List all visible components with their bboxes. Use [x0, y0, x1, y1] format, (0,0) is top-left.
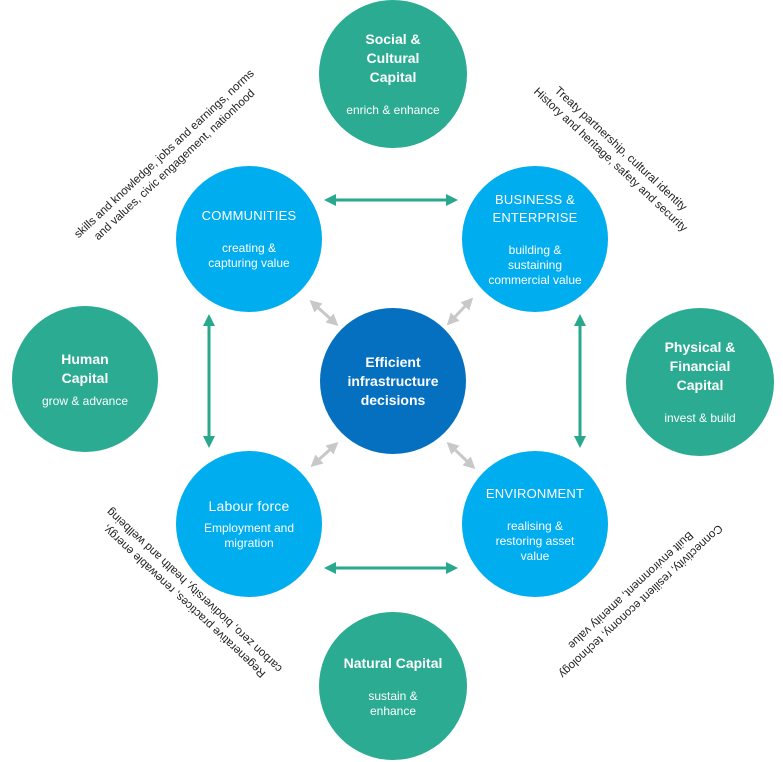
node-title: Labour force: [208, 498, 290, 514]
node-title: Social &: [365, 31, 421, 47]
node-subtitle: invest & build: [664, 411, 736, 425]
node-title: Human: [61, 350, 109, 367]
arrow-center-business: [446, 297, 474, 326]
node-title: Capital: [676, 377, 724, 393]
node-title: ENTERPRISE: [492, 209, 578, 225]
node-subtitle: value: [520, 548, 550, 563]
node-subtitle: capturing value: [208, 256, 290, 270]
node-subtitle: Employment and: [203, 521, 295, 535]
node-subtitle: realising &: [506, 518, 564, 533]
node-title: COMMUNITIES: [201, 208, 297, 223]
node-subtitle: commercial value: [488, 272, 582, 287]
physical-financial-capital-node: Physical & Financial Capital invest & bu…: [626, 308, 774, 456]
node-subtitle: sustain &: [368, 688, 418, 703]
node-title: Capital: [369, 69, 417, 85]
node-title: BUSINESS &: [494, 191, 576, 207]
arrow-center-labour: [310, 441, 339, 468]
center-node: Efficient infrastructure decisions: [320, 308, 466, 454]
labour-force-node: Labour force Employment and migration: [176, 451, 322, 597]
node-title: Financial: [669, 358, 731, 374]
node-subtitle: enrich & enhance: [346, 103, 440, 117]
center-title: Efficient infrastructure decisions: [347, 353, 439, 408]
node-title: Natural Capital: [343, 654, 443, 671]
node-subtitle: enhance: [369, 703, 417, 718]
node-title: Capital: [61, 369, 109, 386]
arrow-center-communities: [309, 299, 339, 327]
arrow-center-environment: [446, 441, 476, 470]
node-subtitle: sustaining: [507, 257, 563, 272]
environment-node: ENVIRONMENT realising & restoring asset …: [462, 451, 608, 597]
communities-node: COMMUNITIES creating & capturing value: [176, 166, 322, 312]
business-enterprise-node: BUSINESS & ENTERPRISE building & sustain…: [462, 166, 608, 312]
node-subtitle: restoring asset: [495, 533, 575, 548]
node-title: Cultural: [366, 50, 420, 66]
node-title: Physical &: [664, 339, 736, 355]
social-cultural-capital-node: Social & Cultural Capital enrich & enhan…: [319, 0, 467, 148]
natural-capital-node: Natural Capital sustain & enhance: [319, 612, 467, 760]
human-capital-node: Human Capital grow & advance: [12, 306, 158, 452]
node-subtitle: creating &: [221, 241, 277, 255]
node-subtitle: migration: [224, 536, 274, 550]
node-subtitle: building &: [508, 242, 562, 257]
node-title: ENVIRONMENT: [485, 485, 585, 501]
node-subtitle: grow & advance: [41, 393, 129, 408]
